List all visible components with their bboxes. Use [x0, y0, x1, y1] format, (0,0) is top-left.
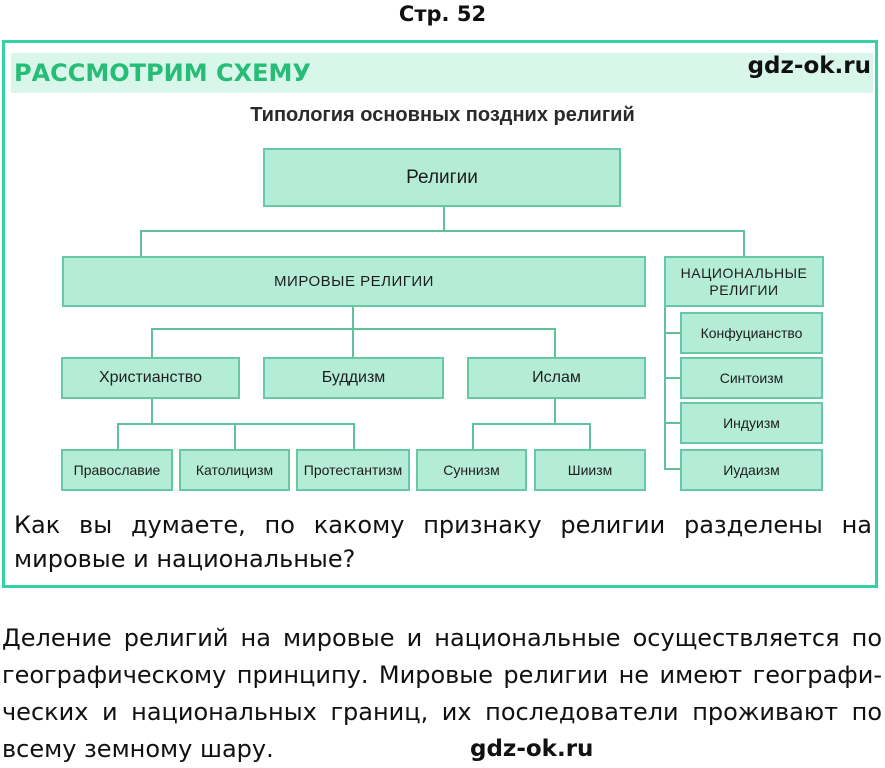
node-protestantism: Протестантизм — [296, 449, 410, 491]
connector-line — [151, 328, 153, 358]
connector-line — [234, 423, 236, 450]
node-hinduism: Индуизм — [680, 402, 823, 444]
page-number: Стр. 52 — [398, 2, 487, 26]
connector-line — [554, 399, 556, 424]
connector-line — [353, 423, 355, 450]
diagram-title: Типология основных поздних религий — [250, 104, 635, 126]
connector-line — [117, 423, 119, 450]
connector-line — [554, 328, 556, 358]
connector-line — [664, 305, 666, 469]
node-islam: Ислам — [467, 357, 646, 399]
connector-line — [664, 377, 682, 379]
connector-line — [443, 207, 445, 231]
connector-line — [664, 468, 682, 470]
watermark-top: gdz-ok.ru — [747, 53, 871, 79]
connector-line — [151, 399, 153, 424]
connector-line — [140, 230, 745, 232]
node-confucianism: Конфуцианство — [680, 312, 823, 354]
node-christianity: Христианство — [61, 357, 240, 399]
watermark-bottom: gdz-ok.ru — [470, 736, 594, 762]
question-text: Как вы думаете, по какому признаку религ… — [14, 511, 872, 573]
node-shinto: Синтоизм — [680, 357, 823, 399]
connector-line — [664, 422, 682, 424]
node-sunnism: Суннизм — [416, 449, 527, 491]
section-header-band — [11, 53, 873, 93]
node-catholicism: Католицизм — [179, 449, 290, 491]
connector-line — [589, 423, 591, 450]
node-buddhism: Буддизм — [263, 357, 444, 399]
node-world-religions: МИРОВЫЕ РЕЛИГИИ — [62, 256, 646, 307]
connector-line — [743, 230, 745, 257]
connector-line — [352, 328, 354, 358]
connector-line — [472, 423, 591, 425]
connector-line — [117, 423, 355, 425]
section-title: РАССМОТРИМ СХЕМУ — [14, 59, 311, 87]
answer-text: Деление религий на мировые и национальны… — [2, 624, 882, 763]
node-orthodoxy: Православие — [61, 449, 173, 491]
connector-line — [140, 230, 142, 257]
connector-line — [664, 332, 682, 334]
connector-line — [472, 423, 474, 450]
node-shiism: Шиизм — [534, 449, 646, 491]
node-religions: Религии — [263, 148, 621, 207]
node-judaism: Иудаизм — [680, 449, 823, 491]
exercise-frame — [2, 40, 878, 588]
node-national-religions: НАЦИОНАЛЬНЫЕ РЕЛИГИИ — [664, 256, 824, 307]
connector-line — [352, 307, 354, 329]
